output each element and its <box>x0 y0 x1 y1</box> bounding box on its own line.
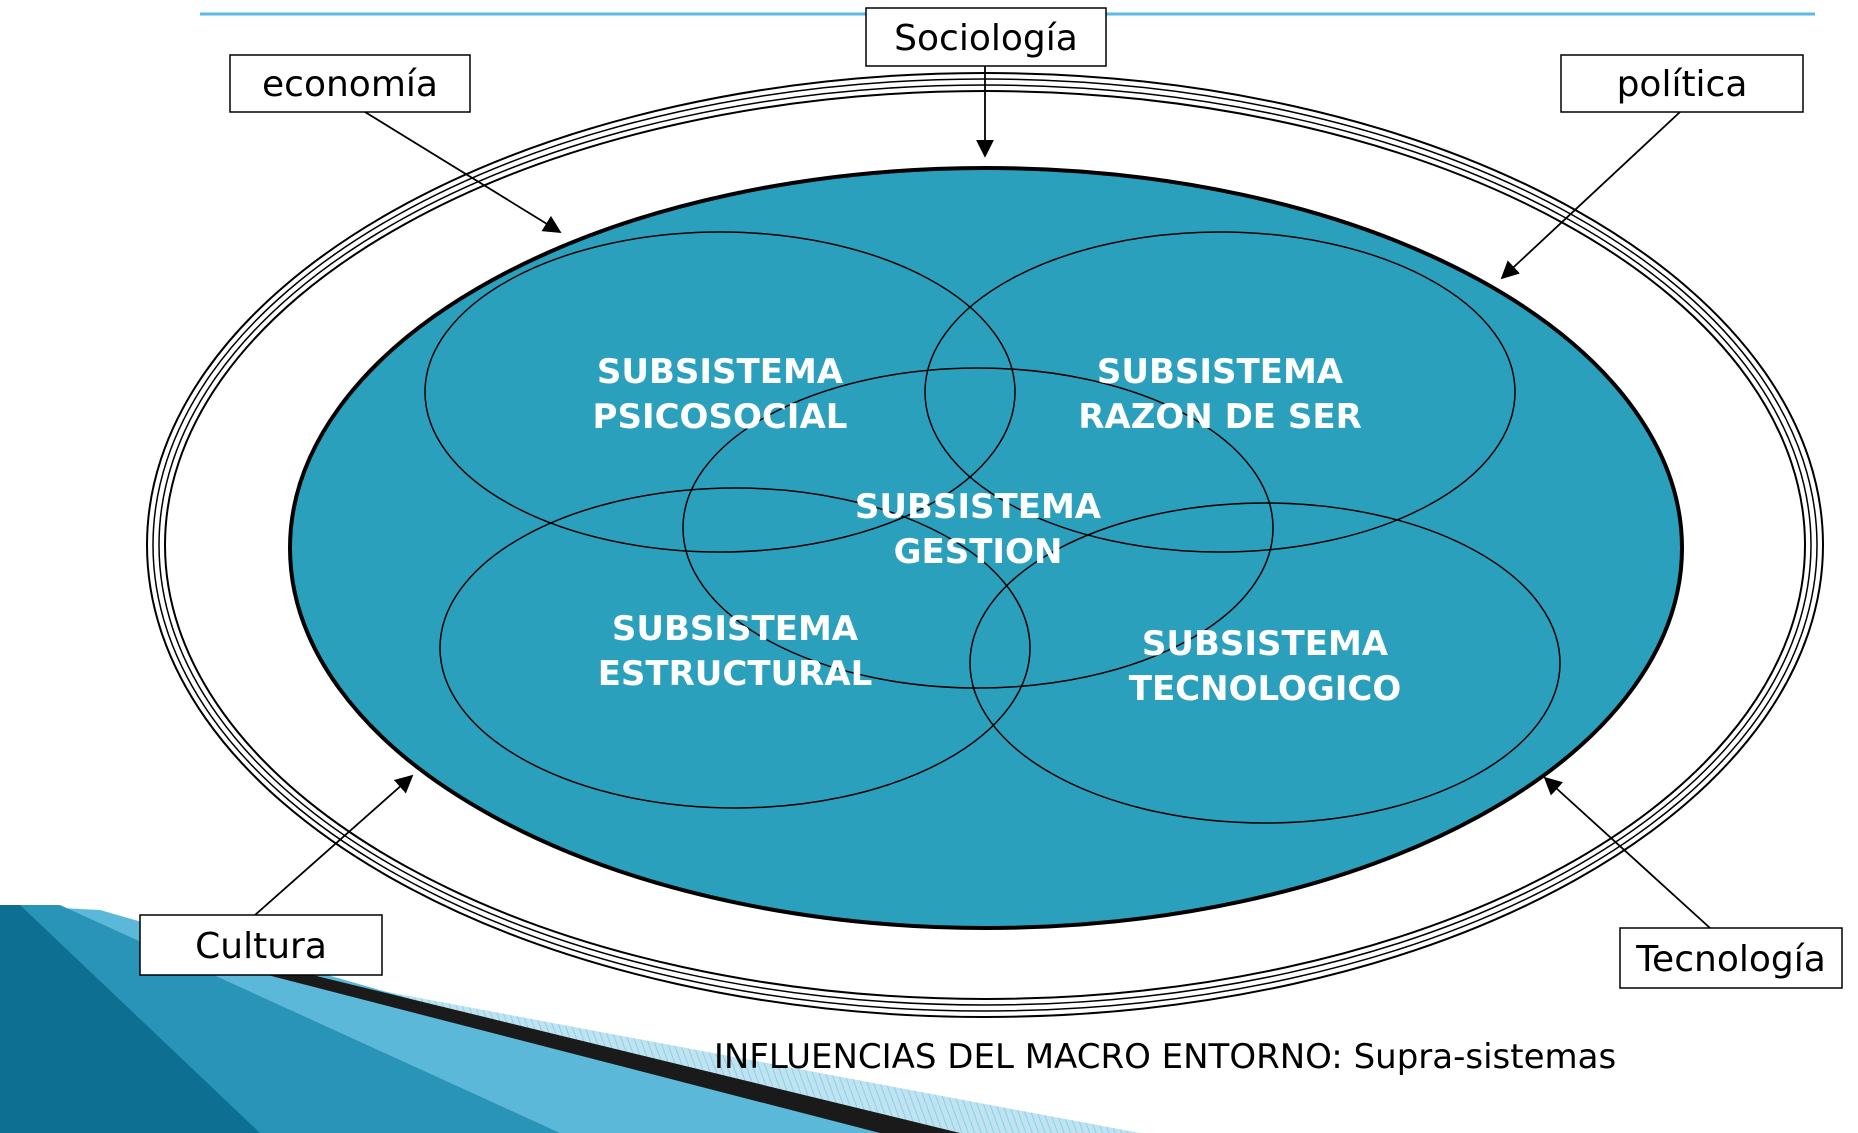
circle-tecnologico <box>969 502 1561 824</box>
subsystem-psicosocial-line1: SUBSISTEMA <box>597 352 844 392</box>
influence-box-cultura: Cultura <box>139 914 383 976</box>
diagram-caption: INFLUENCIAS DEL MACRO ENTORNO: Supra-sis… <box>714 1037 1616 1077</box>
influence-box-economia: economía <box>229 54 471 113</box>
subsystem-circles <box>424 231 1561 824</box>
organization-ellipse <box>288 166 1684 930</box>
subsystem-razon-line2: RAZON DE SER <box>1078 397 1362 437</box>
subsystem-estructural-line2: ESTRUCTURAL <box>598 654 873 694</box>
influence-box-sociologia: Sociología <box>865 7 1107 67</box>
subsystem-tecnologico-line2: TECNOLOGICO <box>1129 669 1402 709</box>
label-economia: economía <box>262 64 438 105</box>
subsystem-razon-line1: SUBSISTEMA <box>1097 352 1344 392</box>
arrow-politica <box>1500 111 1681 280</box>
subsystem-psicosocial-line2: PSICOSOCIAL <box>593 397 848 437</box>
circle-estructural <box>439 487 1031 809</box>
subsystem-tecnologico-line1: SUBSISTEMA <box>1142 624 1389 664</box>
subsystem-estructural-line1: SUBSISTEMA <box>612 609 859 649</box>
label-politica: política <box>1617 64 1748 105</box>
arrow-economia <box>364 111 562 233</box>
arrow-tecnologia <box>1543 776 1711 929</box>
label-tecnologia: Tecnología <box>1635 939 1826 980</box>
circle-gestion <box>682 367 1274 689</box>
influence-arrows <box>254 66 1711 929</box>
arrow-cultura <box>254 774 414 916</box>
subsystem-gestion-line2: GESTION <box>894 532 1063 572</box>
circle-psicosocial <box>424 231 1016 553</box>
subsystem-gestion-line1: SUBSISTEMA <box>855 487 1102 527</box>
label-cultura: Cultura <box>195 926 327 967</box>
label-sociologia: Sociología <box>894 18 1078 59</box>
influence-box-tecnologia: Tecnología <box>1619 927 1843 989</box>
circle-razon-de-ser <box>924 231 1516 553</box>
influence-box-politica: política <box>1560 54 1804 113</box>
